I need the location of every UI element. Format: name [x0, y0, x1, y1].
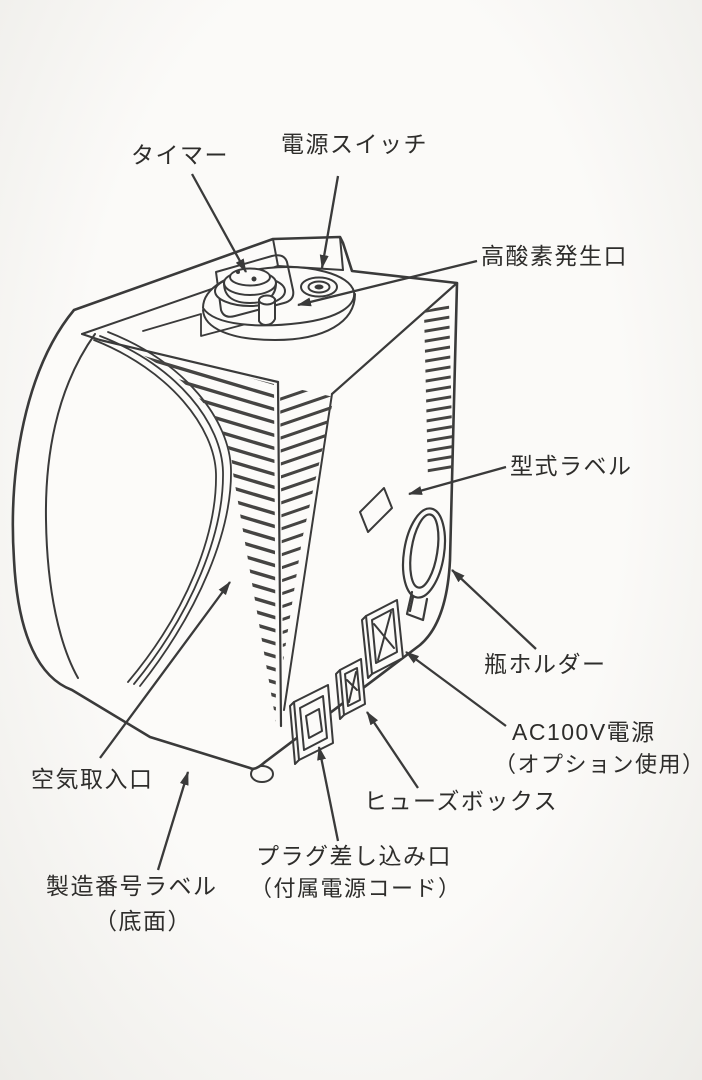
model-label-plate: [359, 487, 393, 533]
label-fuse-box: ヒューズボックス: [364, 788, 558, 814]
front-corner-edge: [276, 380, 283, 728]
callout-labels: タイマー 電源スイッチ 高酸素発生口 型式ラベル 瓶ホルダー AC100V電源 …: [31, 131, 702, 934]
leader-air-intake: [99, 581, 231, 759]
front-curve-lamination: [93, 331, 232, 687]
leader-power-switch: [319, 175, 340, 269]
device-body-outline: [11, 235, 459, 771]
label-serial-label-line2: （底面）: [94, 908, 192, 934]
fuse-box-socket: [335, 658, 366, 720]
label-bottle-holder: 瓶ホルダー: [484, 651, 607, 677]
leader-oxygen-outlet: [297, 259, 478, 307]
timer-knob: [214, 267, 286, 307]
label-plug-inlet-line1: プラグ差し込み口: [256, 843, 452, 869]
leader-plug-inlet: [317, 746, 340, 842]
back-panel-top-edge: [330, 281, 459, 396]
leader-timer: [190, 173, 248, 273]
leader-ac-power: [405, 651, 507, 727]
label-ac-power-line2: （オプション使用）: [494, 752, 702, 777]
front-top-edge: [98, 338, 280, 384]
label-serial-label-line1: 製造番号ラベル: [46, 873, 218, 899]
power-switch-knob: [300, 276, 338, 298]
label-oxygen-outlet: 高酸素発生口: [481, 243, 628, 269]
leader-model-label: [408, 465, 507, 496]
bottle-holder-ring: [401, 507, 447, 622]
label-timer: タイマー: [131, 142, 229, 168]
leader-bottle-holder: [451, 569, 537, 650]
left-panel-edge: [44, 333, 96, 679]
label-plug-inlet-line2: （付属電源コード）: [250, 876, 462, 901]
label-power-switch: 電源スイッチ: [281, 131, 428, 157]
leader-fuse-box: [366, 711, 419, 789]
plug-inlet-socket: [289, 684, 334, 765]
ac-outlet-socket: [361, 599, 404, 679]
oxygen-outlet-nozzle: [258, 294, 276, 326]
label-ac-power-line1: AC100V電源: [512, 719, 656, 745]
label-air-intake: 空気取入口: [31, 766, 154, 792]
back-panel-left-edge: [283, 393, 333, 711]
leader-serial-label: [156, 771, 190, 871]
label-model-label: 型式ラベル: [510, 453, 633, 479]
